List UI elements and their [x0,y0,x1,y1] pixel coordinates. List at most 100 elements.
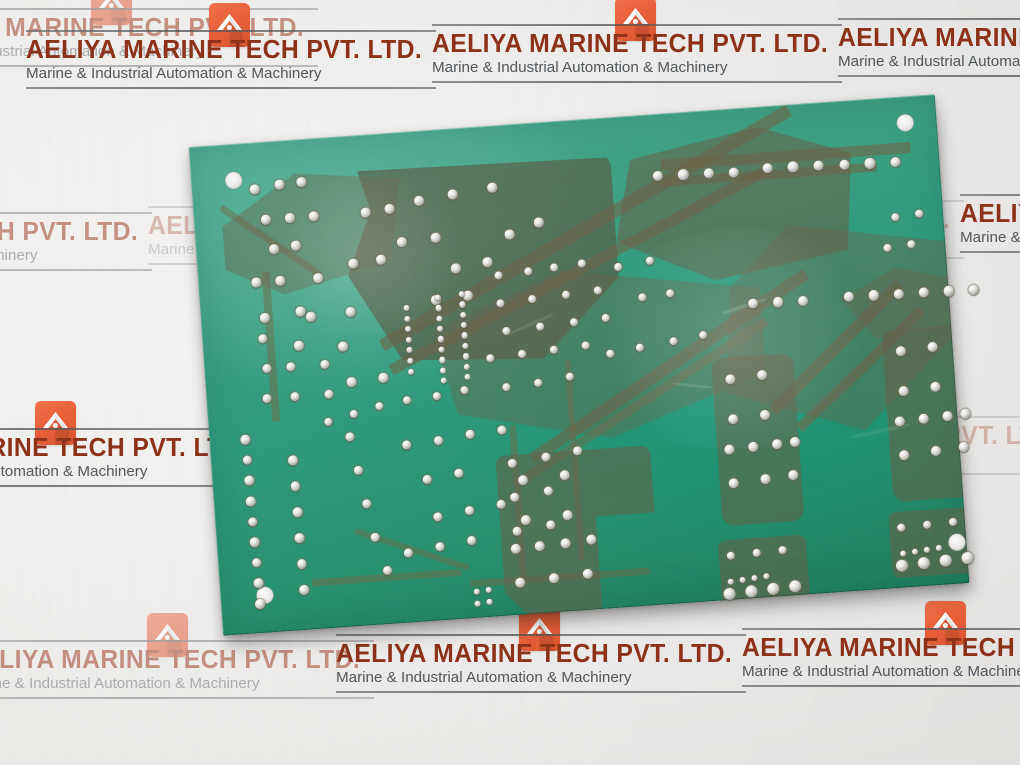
solder-pad [559,469,571,481]
solder-pad [247,516,258,527]
solder-pad [466,535,476,545]
solder-pad [308,211,319,222]
solder-pad [889,156,902,168]
solder-pad [548,572,560,584]
solder-pad [927,341,938,353]
solder-pad [403,547,413,558]
watermark-subtitle: Marine & Industrial Automation & Machine… [0,463,148,480]
solder-pad [577,258,587,269]
watermark-subtitle: Marine & Industrial Automation & Machine… [960,229,1020,246]
solder-pad [251,557,262,568]
solder-pad [485,586,493,594]
solder-pad [960,408,971,420]
solder-pad [665,288,675,299]
solder-pad [922,520,932,530]
solder-pad [495,298,506,309]
solder-pad [760,473,771,485]
watermark-rule-bottom [0,269,152,271]
solder-pad [504,229,515,240]
solder-pad [727,578,735,586]
mounting-hole [947,532,966,551]
watermark-title: AELIYA MARINE TECH PVT. LTD. [26,36,423,64]
solder-pad [240,434,251,445]
watermark-rule-top [0,212,152,214]
solder-pad [668,336,679,346]
watermark-rule-bottom [0,697,374,699]
solder-pad [838,159,850,171]
solder-pad [384,204,395,214]
solder-pad [296,177,307,188]
solder-pad [727,413,739,425]
solder-pad [948,517,958,527]
mounting-hole [223,170,243,190]
solder-pad [777,545,788,555]
solder-pad [958,441,970,453]
solder-pad [766,582,780,596]
solder-pad [726,551,736,561]
watermark-rule-top [0,640,374,642]
watermark-title: AELIYA MARINE TECH PVT. LTD. [742,634,1020,662]
house-chevron-logo-icon [35,401,76,445]
solder-pad [295,306,306,317]
watermark-rule-bottom [432,81,842,83]
watermark-rule-bottom [0,65,318,67]
mounting-hole [895,113,914,132]
solder-pad [487,182,498,193]
solder-pad [565,371,575,382]
solder-pad [534,540,546,552]
solder-pad [430,232,441,243]
house-chevron-logo-icon [615,0,656,41]
solder-pad [586,534,597,545]
solder-pad [580,340,591,351]
solder-pad [724,444,735,455]
watermark-title: AELIYA MARINE TECH PVT. LTD. [0,14,305,42]
watermark-tile: AELIYA MARINE TECH PVT. LTD.Marine & Ind… [336,607,746,693]
watermark-subtitle: Marine & Industrial Automation & Machine… [336,669,632,686]
watermark-rule-top [26,30,436,32]
solder-pad [459,311,467,319]
solder-pad [635,342,645,353]
solder-pad [930,381,941,393]
solder-pad [257,333,268,344]
solder-pad [461,342,469,350]
solder-pad [434,541,445,552]
solder-pad [582,568,594,580]
solder-pad [496,424,507,435]
solder-pad [401,439,411,450]
solder-pad [561,290,571,300]
solder-pad [439,366,447,374]
solder-pad [253,578,264,589]
solder-pad [402,395,412,405]
solder-pad [918,413,930,425]
solder-pad [572,445,582,456]
solder-pad [396,237,407,248]
solder-pad [313,273,324,284]
solder-pad [432,391,442,401]
solder-pad [535,321,545,332]
solder-pad [261,393,272,403]
solder-pad [677,169,689,181]
solder-pad [843,291,855,303]
solder-pad [787,161,799,173]
watermark-subtitle: Marine & Industrial Automation & Machine… [432,59,728,76]
watermark-rule-top [742,628,1020,630]
solder-pad [346,377,357,387]
watermark-rule-bottom [742,685,1020,687]
solder-pad [762,572,770,580]
solder-pad [517,349,527,359]
solder-pad [549,345,559,355]
solder-pad [894,416,906,427]
solder-pad [376,254,386,265]
solder-pad [728,478,740,489]
solder-pad [485,598,494,606]
solder-pad [542,485,553,496]
solder-pad [269,244,279,255]
solder-pad [540,451,551,462]
solder-pad [739,576,746,584]
solder-pad [292,507,303,518]
solder-pad [605,349,615,359]
solder-pad [493,270,504,281]
solder-pad [438,356,446,364]
solder-pad [520,514,532,526]
